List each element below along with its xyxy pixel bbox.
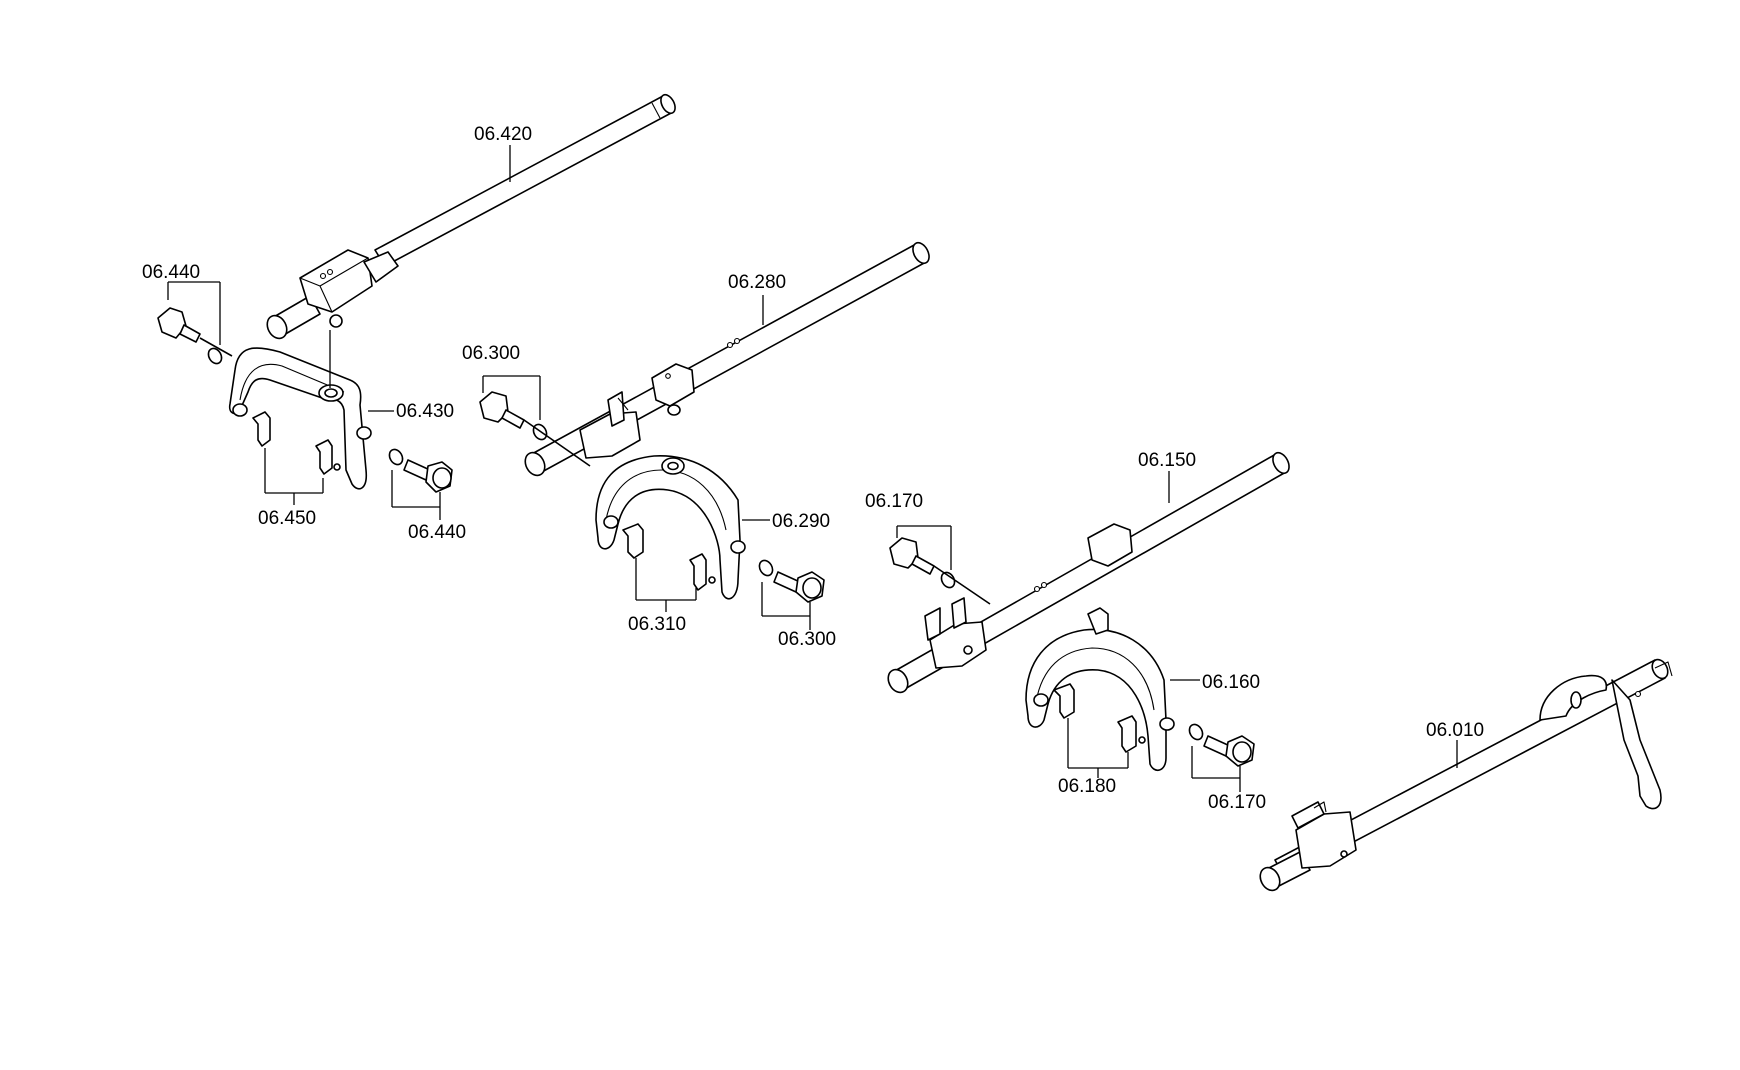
bolt-06-300-a (479, 391, 591, 467)
callout-06-010: 06.010 (1426, 720, 1484, 741)
callout-labels: 06.420 06.440 06.430 06.450 06.440 06.28… (142, 124, 1484, 813)
callout-06-170-lower: 06.170 (1208, 792, 1266, 813)
callout-06-440-upper: 06.440 (142, 262, 200, 283)
bolt-06-170-b (1188, 723, 1255, 767)
shift-pad-06-450-a (252, 411, 271, 447)
shift-fork-06-290 (595, 455, 746, 600)
shift-fork-06-160 (1025, 607, 1175, 771)
shift-pad-06-180-b (1117, 715, 1146, 753)
shift-pad-06-180-a (1053, 683, 1075, 719)
shift-pad-06-450-b (315, 439, 341, 475)
leaders-assembly-3 (896, 471, 1241, 792)
callout-06-420: 06.420 (474, 124, 532, 145)
callout-06-170-upper: 06.170 (865, 491, 923, 512)
callout-06-180: 06.180 (1058, 776, 1116, 797)
callout-06-160: 06.160 (1202, 672, 1260, 693)
bolt-06-300-b (758, 559, 825, 603)
callout-06-290: 06.290 (772, 511, 830, 532)
shift-pad-06-310-a (622, 523, 644, 559)
shift-rod-06-280 (524, 241, 930, 477)
shift-fork-06-430 (228, 347, 372, 490)
bolt-06-440-b (388, 448, 453, 493)
callout-06-150: 06.150 (1138, 450, 1196, 471)
callout-06-310: 06.310 (628, 614, 686, 635)
leaders-assembly-1 (167, 145, 511, 520)
shift-rod-06-420 (266, 93, 676, 340)
shift-rod-06-010 (1259, 658, 1673, 892)
bolt-06-440-a (157, 307, 233, 365)
callout-06-300-lower: 06.300 (778, 629, 836, 650)
callout-06-440-lower: 06.440 (408, 522, 466, 543)
callout-06-430: 06.430 (396, 401, 454, 422)
bolt-06-170-a (889, 537, 991, 605)
callout-06-450: 06.450 (258, 508, 316, 529)
shift-pad-06-310-b (689, 553, 716, 591)
shift-rod-06-150 (887, 451, 1290, 694)
callout-06-300-upper: 06.300 (462, 343, 520, 364)
leaders-assembly-2 (482, 295, 811, 630)
callout-06-280: 06.280 (728, 272, 786, 293)
